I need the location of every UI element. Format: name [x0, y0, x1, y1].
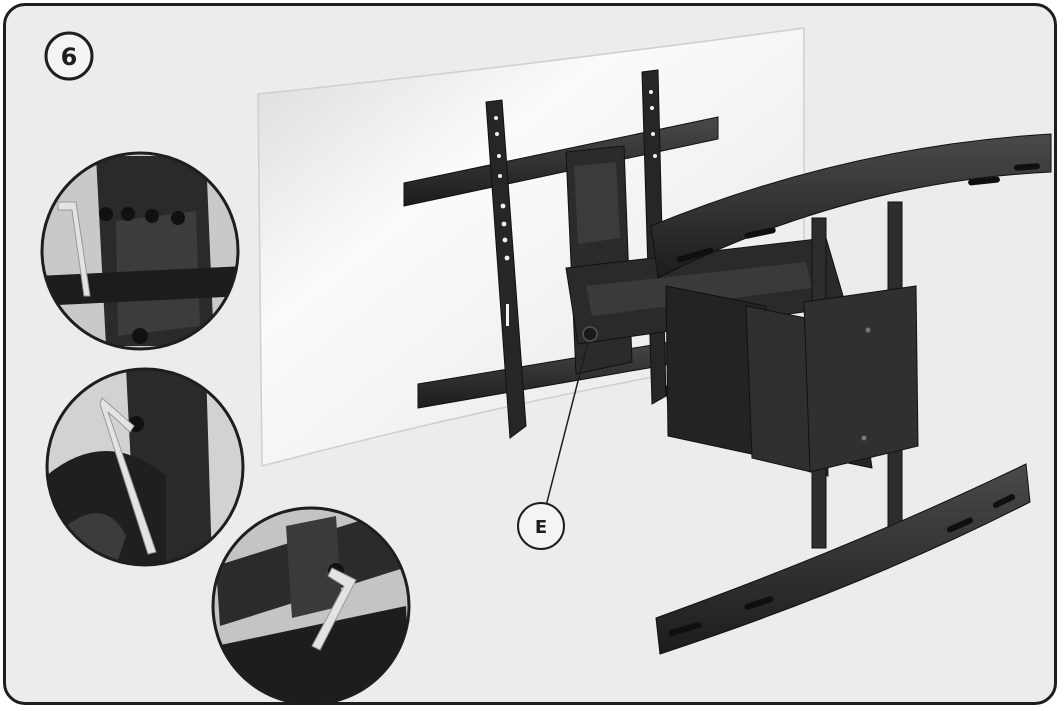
articulating-arms: [565, 237, 873, 477]
detail-view-2: [45, 367, 245, 567]
hex-key: [57, 201, 91, 297]
lower-tv-bracket: [655, 463, 1031, 655]
upper-rail: [403, 116, 719, 207]
assembly-illustration: E: [40, 27, 1052, 702]
callout-leader-line: [545, 341, 589, 507]
callout-e: E: [517, 326, 598, 550]
detail-view-2-border: [45, 367, 245, 567]
left-vertical-bracket: [485, 99, 527, 439]
hex-key: [311, 567, 357, 651]
detail-view-3-border: [211, 506, 411, 702]
detail-view-1-border: [40, 151, 240, 351]
adjustment-screw-marker: [582, 326, 598, 342]
bracket-holes: [494, 90, 657, 326]
upper-bracket-slots: [676, 163, 1040, 263]
step-number-badge: 6: [44, 31, 94, 81]
detail-view-1: [40, 151, 240, 351]
center-slider-plate: [803, 285, 919, 473]
hex-key: [99, 397, 157, 555]
diagram-frame: E: [3, 3, 1057, 705]
callout-label: E: [535, 517, 547, 538]
step-number: 6: [61, 43, 78, 71]
lower-bracket-slots: [668, 494, 1016, 636]
callout-circle: [517, 502, 565, 550]
detail-view-3: [211, 506, 411, 702]
